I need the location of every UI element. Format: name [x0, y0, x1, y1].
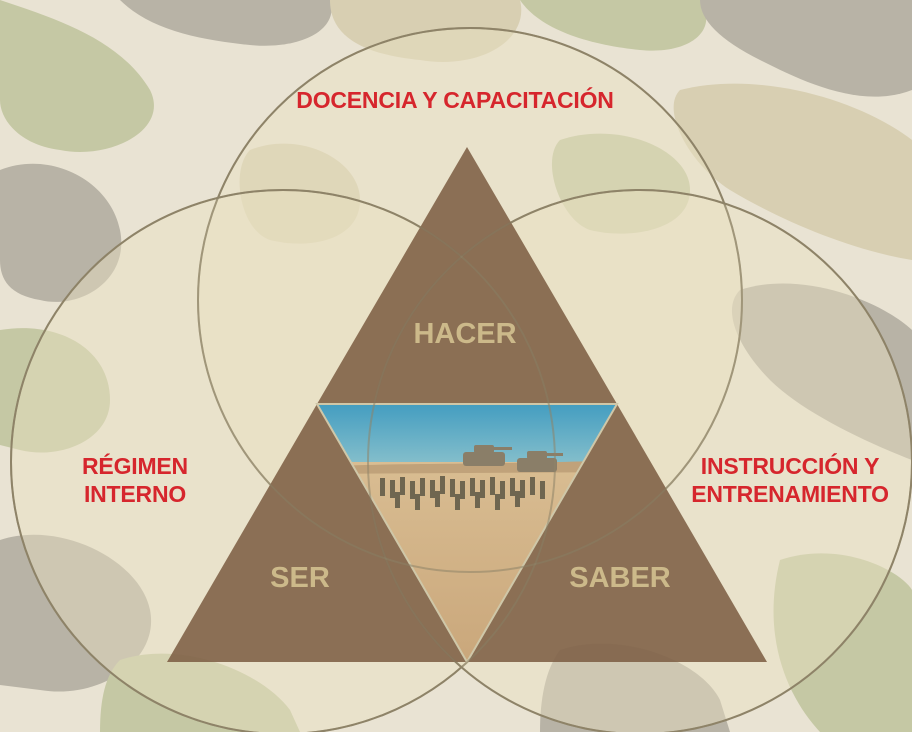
label-instruccion-line1: INSTRUCCIÓN Y [700, 453, 880, 479]
label-docencia: DOCENCIA Y CAPACITACIÓN [230, 86, 680, 114]
label-instruccion: INSTRUCCIÓN Y ENTRENAMIENTO [668, 452, 912, 508]
triangle-label-ser: SER [270, 562, 330, 594]
label-docencia-text: DOCENCIA Y CAPACITACIÓN [296, 87, 614, 113]
triangle-label-hacer: HACER [413, 318, 517, 350]
triangle-ser [167, 404, 467, 662]
tank-left [463, 445, 512, 466]
label-instruccion-line2: ENTRENAMIENTO [691, 481, 889, 507]
triangle-hacer [317, 147, 617, 404]
triangle-label-saber: SABER [569, 562, 671, 594]
label-regimen-line1: RÉGIMEN [82, 453, 188, 479]
label-regimen: RÉGIMEN INTERNO [60, 452, 210, 508]
triangle-saber [467, 404, 767, 662]
soldiers-formation [380, 476, 545, 510]
label-regimen-line2: INTERNO [83, 481, 187, 507]
center-photo-frame [315, 403, 619, 664]
